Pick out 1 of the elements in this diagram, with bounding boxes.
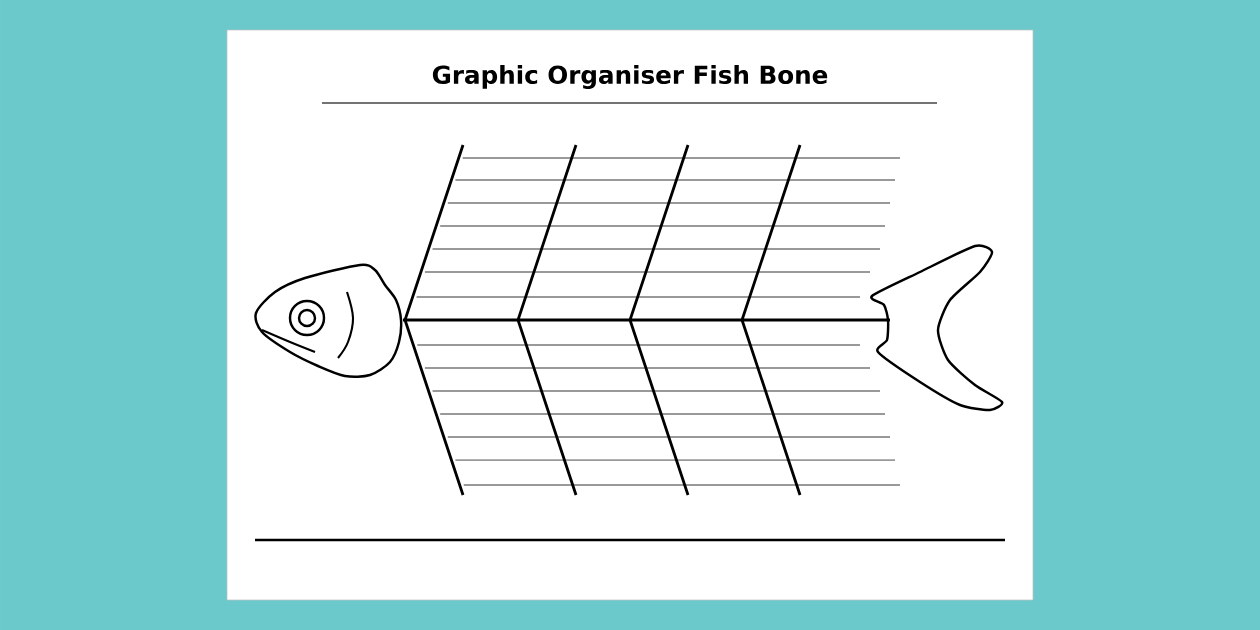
title: Graphic Organiser Fish Bone: [432, 65, 828, 89]
